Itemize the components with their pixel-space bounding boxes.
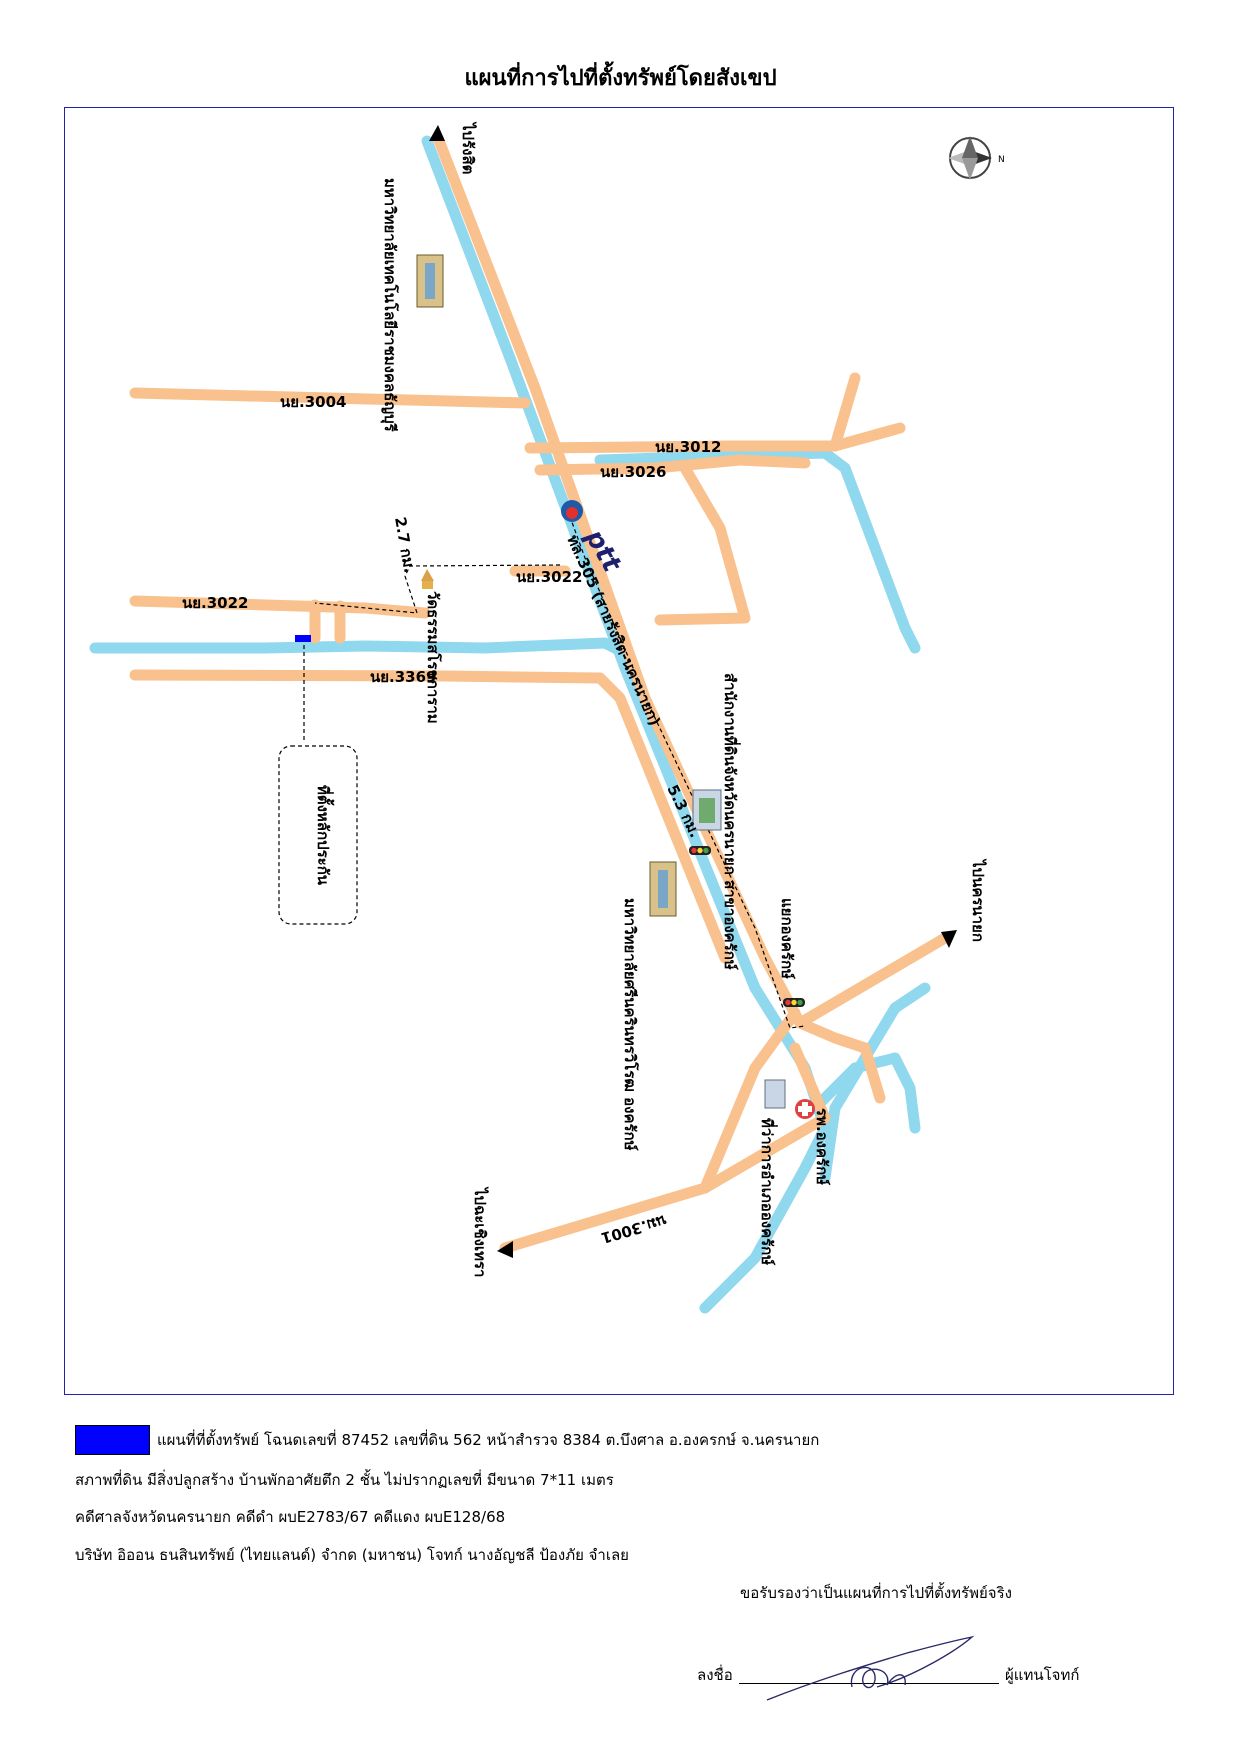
dashed-route bbox=[303, 502, 806, 1029]
compass-icon: N bbox=[948, 136, 1005, 180]
building-icon-univ-north bbox=[416, 254, 444, 308]
label-route-3026: นย.3026 bbox=[600, 463, 667, 481]
property-callout: ที่ตั้งหลักประกัน bbox=[278, 745, 358, 925]
road-3012-north-fork bbox=[829, 372, 861, 452]
label-route-3012: นย.3012 bbox=[655, 438, 722, 456]
signature-row: ลงชื่อ ผู้แทนโจทก์ bbox=[697, 1635, 1117, 1701]
label-route-3369: นย.3369 bbox=[370, 668, 437, 686]
property-marker bbox=[295, 635, 311, 642]
traffic-light-icon-2 bbox=[783, 998, 805, 1007]
property-legend-swatch bbox=[75, 1425, 150, 1455]
label-to-nakhon-nayok: ไปนครนายก bbox=[969, 858, 988, 942]
building-icon-land-office bbox=[692, 789, 722, 831]
label-intersection: แยกองครักษ์ bbox=[778, 898, 796, 979]
label-to-chachoengsao: ไปฉะเชิงเทรา bbox=[471, 1186, 490, 1277]
label-district-office: ที่ว่าการอำเภอองครักษ์ bbox=[758, 1118, 778, 1266]
road-3004 bbox=[129, 387, 531, 409]
road-3026 bbox=[534, 454, 811, 476]
label-dist-2-7: 2.7 กม. bbox=[391, 516, 419, 575]
road-3001 bbox=[499, 1007, 801, 1254]
arrow-southwest-icon bbox=[497, 1241, 513, 1258]
property-callout-label: ที่ตั้งหลักประกัน bbox=[314, 785, 335, 886]
legend-line-2: สภาพที่ดิน มีสิ่งปลูกสร้าง บ้านพักอาศัยต… bbox=[75, 1471, 614, 1489]
arrow-east-icon bbox=[941, 930, 957, 948]
map-frame: ที่ตั้งหลักประกัน bbox=[64, 107, 1174, 1395]
sign-label: ลงชื่อ bbox=[697, 1666, 733, 1684]
road-3369 bbox=[129, 669, 731, 964]
legend-line-1: แผนที่ที่ตั้งทรัพย์ โฉนดเลขที่ 87452 เลข… bbox=[157, 1431, 820, 1449]
label-univ-south: มหาวิทยาลัยศรีนครินทรวิโรฒ องครักษ์ bbox=[621, 898, 640, 1151]
label-route-3004: นย.3004 bbox=[280, 393, 347, 411]
road-3001-branch bbox=[699, 1042, 831, 1194]
sign-role: ผู้แทนโจทก์ bbox=[1005, 1666, 1080, 1684]
legend-line-3: คดีศาลจังหวัดนครนายก คดีดำ ผบE2783/67 คด… bbox=[75, 1508, 506, 1526]
page-title: แผนที่การไปที่ตั้งทรัพย์โดยสังเขป bbox=[464, 66, 777, 91]
dashed-route-main bbox=[564, 502, 806, 1029]
direction-arrows bbox=[429, 125, 957, 1258]
traffic-light-icon-1 bbox=[689, 846, 711, 855]
river-3012-branch bbox=[594, 447, 921, 654]
dashed-route-to-3022 bbox=[314, 564, 561, 614]
temple-icon bbox=[421, 569, 434, 589]
road-3026-loop bbox=[654, 462, 751, 626]
label-wat: วัดธรรมสโรชการาม bbox=[424, 591, 443, 724]
building-icon-district-office bbox=[764, 1079, 786, 1109]
signature-image bbox=[766, 1635, 975, 1701]
roads bbox=[129, 132, 951, 1254]
compass-north-label: N bbox=[998, 155, 1005, 165]
road-3022-west bbox=[129, 595, 431, 619]
legend-line-4: บริษัท อิออน ธนสินทรัพย์ (ไทยแลนด์) จำกด… bbox=[75, 1546, 629, 1564]
building-icon-univ-south bbox=[649, 861, 677, 917]
arrow-north-icon bbox=[429, 125, 445, 141]
label-hospital: รพ.องครักษ์ bbox=[813, 1108, 831, 1185]
map-canvas: ที่ตั้งหลักประกัน bbox=[89, 121, 1005, 1314]
label-univ-north: มหาวิทยาลัยเทคโนโลยีราชมงคลธัญบุรี bbox=[380, 178, 400, 433]
river-west bbox=[89, 637, 636, 662]
label-route-3022-west: นย.3022 bbox=[182, 594, 249, 612]
road-east-fork bbox=[794, 1017, 886, 1104]
signature-line bbox=[739, 1683, 999, 1684]
label-land-office: สำนักงานที่ดินจังหวัดนครนายก สาขาองครักษ… bbox=[721, 673, 741, 970]
road-to-nakhon-nayok bbox=[794, 932, 951, 1029]
label-route-3022-east: นย.3022 bbox=[516, 568, 583, 586]
hospital-icon bbox=[795, 1099, 815, 1119]
label-to-rangsit: ไปรังสิต bbox=[459, 121, 478, 174]
river-east-branch bbox=[809, 1052, 921, 1134]
road-305 bbox=[432, 132, 806, 1029]
road-3012 bbox=[524, 422, 906, 454]
certification-text: ขอรับรองว่าเป็นแผนที่การไปที่ตั้งทรัพย์จ… bbox=[740, 1584, 1012, 1602]
